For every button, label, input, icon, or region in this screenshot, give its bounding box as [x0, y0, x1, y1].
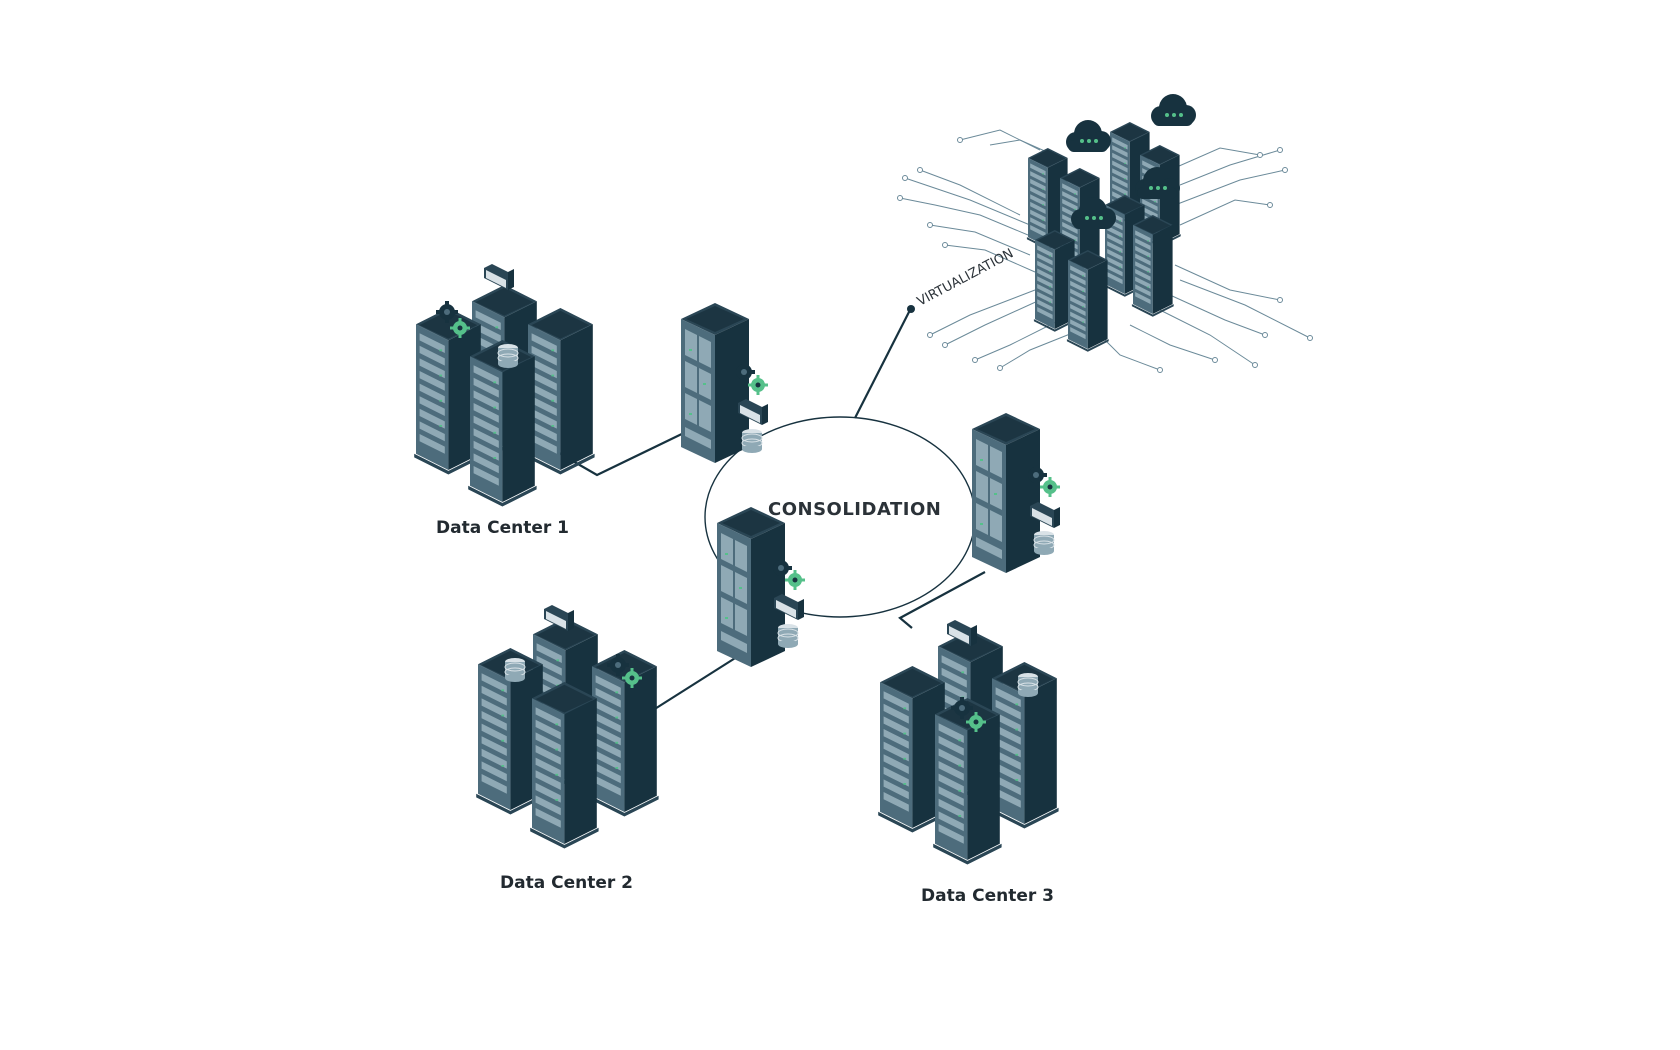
data-center-3-label: Data Center 3 [921, 886, 1054, 906]
circuit-traces [897, 129, 1313, 373]
link-virtualization [854, 309, 911, 419]
link-dc3 [898, 571, 986, 629]
virtualization-cluster [897, 94, 1313, 373]
database-icon [1017, 672, 1039, 698]
database-icon [741, 428, 763, 454]
link-dc2 [649, 654, 741, 713]
gear-icon [785, 570, 805, 590]
consolidation-rack-1 [681, 303, 768, 463]
data-center-2 [476, 605, 659, 849]
connection-lines [544, 305, 986, 713]
database-icon [777, 623, 799, 649]
data-center-2-label: Data Center 2 [500, 873, 633, 893]
database-icon [497, 343, 519, 369]
consolidation-rack-2 [972, 413, 1060, 573]
gear-icon [748, 375, 768, 395]
virtualization-label: VIRTUALIZATION [915, 246, 1016, 309]
virtualization-dot [907, 305, 915, 313]
data-center-1 [414, 264, 595, 507]
data-center-3 [878, 620, 1059, 865]
database-icon [1033, 530, 1055, 556]
cloud-icon [1151, 94, 1196, 126]
data-center-1-label: Data Center 1 [436, 518, 569, 538]
cloud-icon [1066, 120, 1111, 152]
folder-icon [484, 264, 514, 290]
consolidation-rack-3 [717, 507, 805, 667]
gear-icon [1040, 477, 1060, 497]
consolidation-label: CONSOLIDATION [768, 499, 941, 520]
database-icon [504, 657, 526, 683]
